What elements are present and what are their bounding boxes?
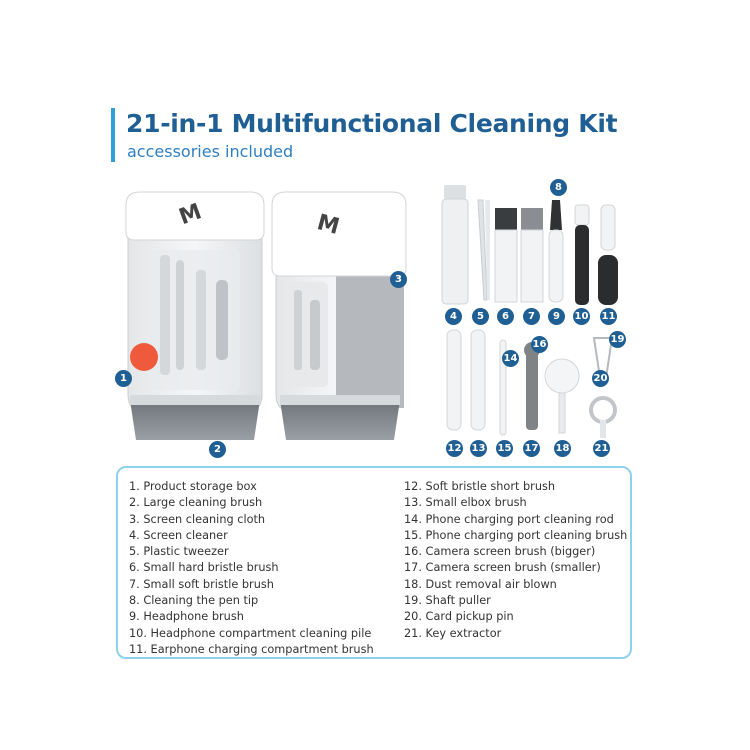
callout-badge: 8 bbox=[550, 179, 567, 196]
legend-item: 6. Small hard bristle brush bbox=[129, 561, 279, 575]
callout-badge: 21 bbox=[593, 440, 610, 457]
accessory-soft-bristle-brush bbox=[520, 208, 544, 303]
callout-badge: 15 bbox=[496, 440, 513, 457]
accessory-key-extractor bbox=[589, 396, 617, 438]
legend-item: 20. Card pickup pin bbox=[404, 610, 514, 624]
title-accent-bar bbox=[111, 108, 115, 162]
legend-box: 1. Product storage box 2. Large cleaning… bbox=[116, 466, 632, 659]
page-title: 21-in-1 Multifunctional Cleaning Kit bbox=[126, 109, 618, 138]
callout-badge: 6 bbox=[497, 308, 514, 325]
storage-box-right bbox=[271, 191, 407, 440]
product-illustration: M M bbox=[125, 185, 618, 440]
screen-cleaning-cloth bbox=[336, 268, 404, 408]
accessory-camera-brush bbox=[524, 342, 540, 430]
callout-badge: 17 bbox=[523, 440, 540, 457]
callout-badge: 14 bbox=[502, 350, 519, 367]
callout-badge: 7 bbox=[523, 308, 540, 325]
callout-badge: 4 bbox=[445, 308, 462, 325]
accessory-air-blower bbox=[544, 358, 580, 434]
page-subtitle: accessories included bbox=[127, 142, 294, 161]
legend-item: 1. Product storage box bbox=[129, 480, 257, 493]
accessory-short-brush bbox=[446, 329, 462, 431]
dial-knob bbox=[130, 343, 158, 371]
accessory-headphone-brush bbox=[574, 204, 590, 305]
accessory-hard-bristle-brush bbox=[494, 208, 518, 303]
legend-column-right: 12. Soft bristle short brush 13. Small e… bbox=[404, 479, 627, 642]
legend-item: 5. Plastic tweezer bbox=[129, 545, 229, 559]
legend-item: 15. Phone charging port cleaning brush bbox=[404, 528, 628, 542]
callout-badge: 11 bbox=[600, 308, 617, 325]
callout-badge: 20 bbox=[592, 370, 609, 387]
legend-item: 13. Small elbox brush bbox=[404, 496, 527, 510]
legend-item: 10. Headphone compartment cleaning pile bbox=[129, 626, 372, 640]
callout-badge: 3 bbox=[390, 271, 407, 288]
callout-badge: 12 bbox=[446, 440, 463, 457]
legend-item: 4. Screen cleaner bbox=[129, 528, 228, 542]
legend-item: 3. Screen cleaning cloth bbox=[129, 512, 266, 526]
callout-badge: 13 bbox=[470, 440, 487, 457]
legend-item: 18. Dust removal air blown bbox=[404, 577, 557, 591]
legend-item: 9. Headphone brush bbox=[129, 610, 244, 624]
callout-badge: 5 bbox=[472, 308, 489, 325]
accessory-elbow-brush bbox=[470, 329, 486, 431]
accessory-pen-tip-brush bbox=[548, 200, 564, 303]
legend-item: 2. Large cleaning brush bbox=[129, 496, 263, 510]
legend-item: 11. Earphone charging compartment brush bbox=[129, 642, 374, 656]
legend-column-left: 1. Product storage box 2. Large cleaning… bbox=[129, 479, 374, 658]
callout-badge: 2 bbox=[209, 441, 226, 458]
legend-item: 21. Key extractor bbox=[404, 626, 502, 640]
legend-item: 8. Cleaning the pen tip bbox=[129, 594, 259, 608]
callout-badge: 19 bbox=[609, 331, 626, 348]
callout-badge: 18 bbox=[554, 440, 571, 457]
accessory-screen-cleaner bbox=[441, 185, 469, 305]
legend-item: 7. Small soft bristle brush bbox=[129, 577, 274, 591]
legend-item: 14. Phone charging port cleaning rod bbox=[404, 512, 614, 526]
callout-badge: 10 bbox=[573, 308, 590, 325]
callout-badge: 9 bbox=[548, 308, 565, 325]
accessory-plastic-tweezer bbox=[477, 199, 490, 301]
storage-box-left bbox=[125, 191, 265, 440]
legend-item: 12. Soft bristle short brush bbox=[404, 480, 556, 493]
callout-badge: 1 bbox=[115, 370, 132, 387]
callout-badge: 16 bbox=[531, 336, 548, 353]
legend-item: 19. Shaft puller bbox=[404, 594, 491, 608]
accessory-earphone-brush bbox=[598, 204, 618, 305]
legend-item: 17. Camera screen brush (smaller) bbox=[404, 561, 601, 575]
legend-item: 16. Camera screen brush (bigger) bbox=[404, 545, 596, 559]
